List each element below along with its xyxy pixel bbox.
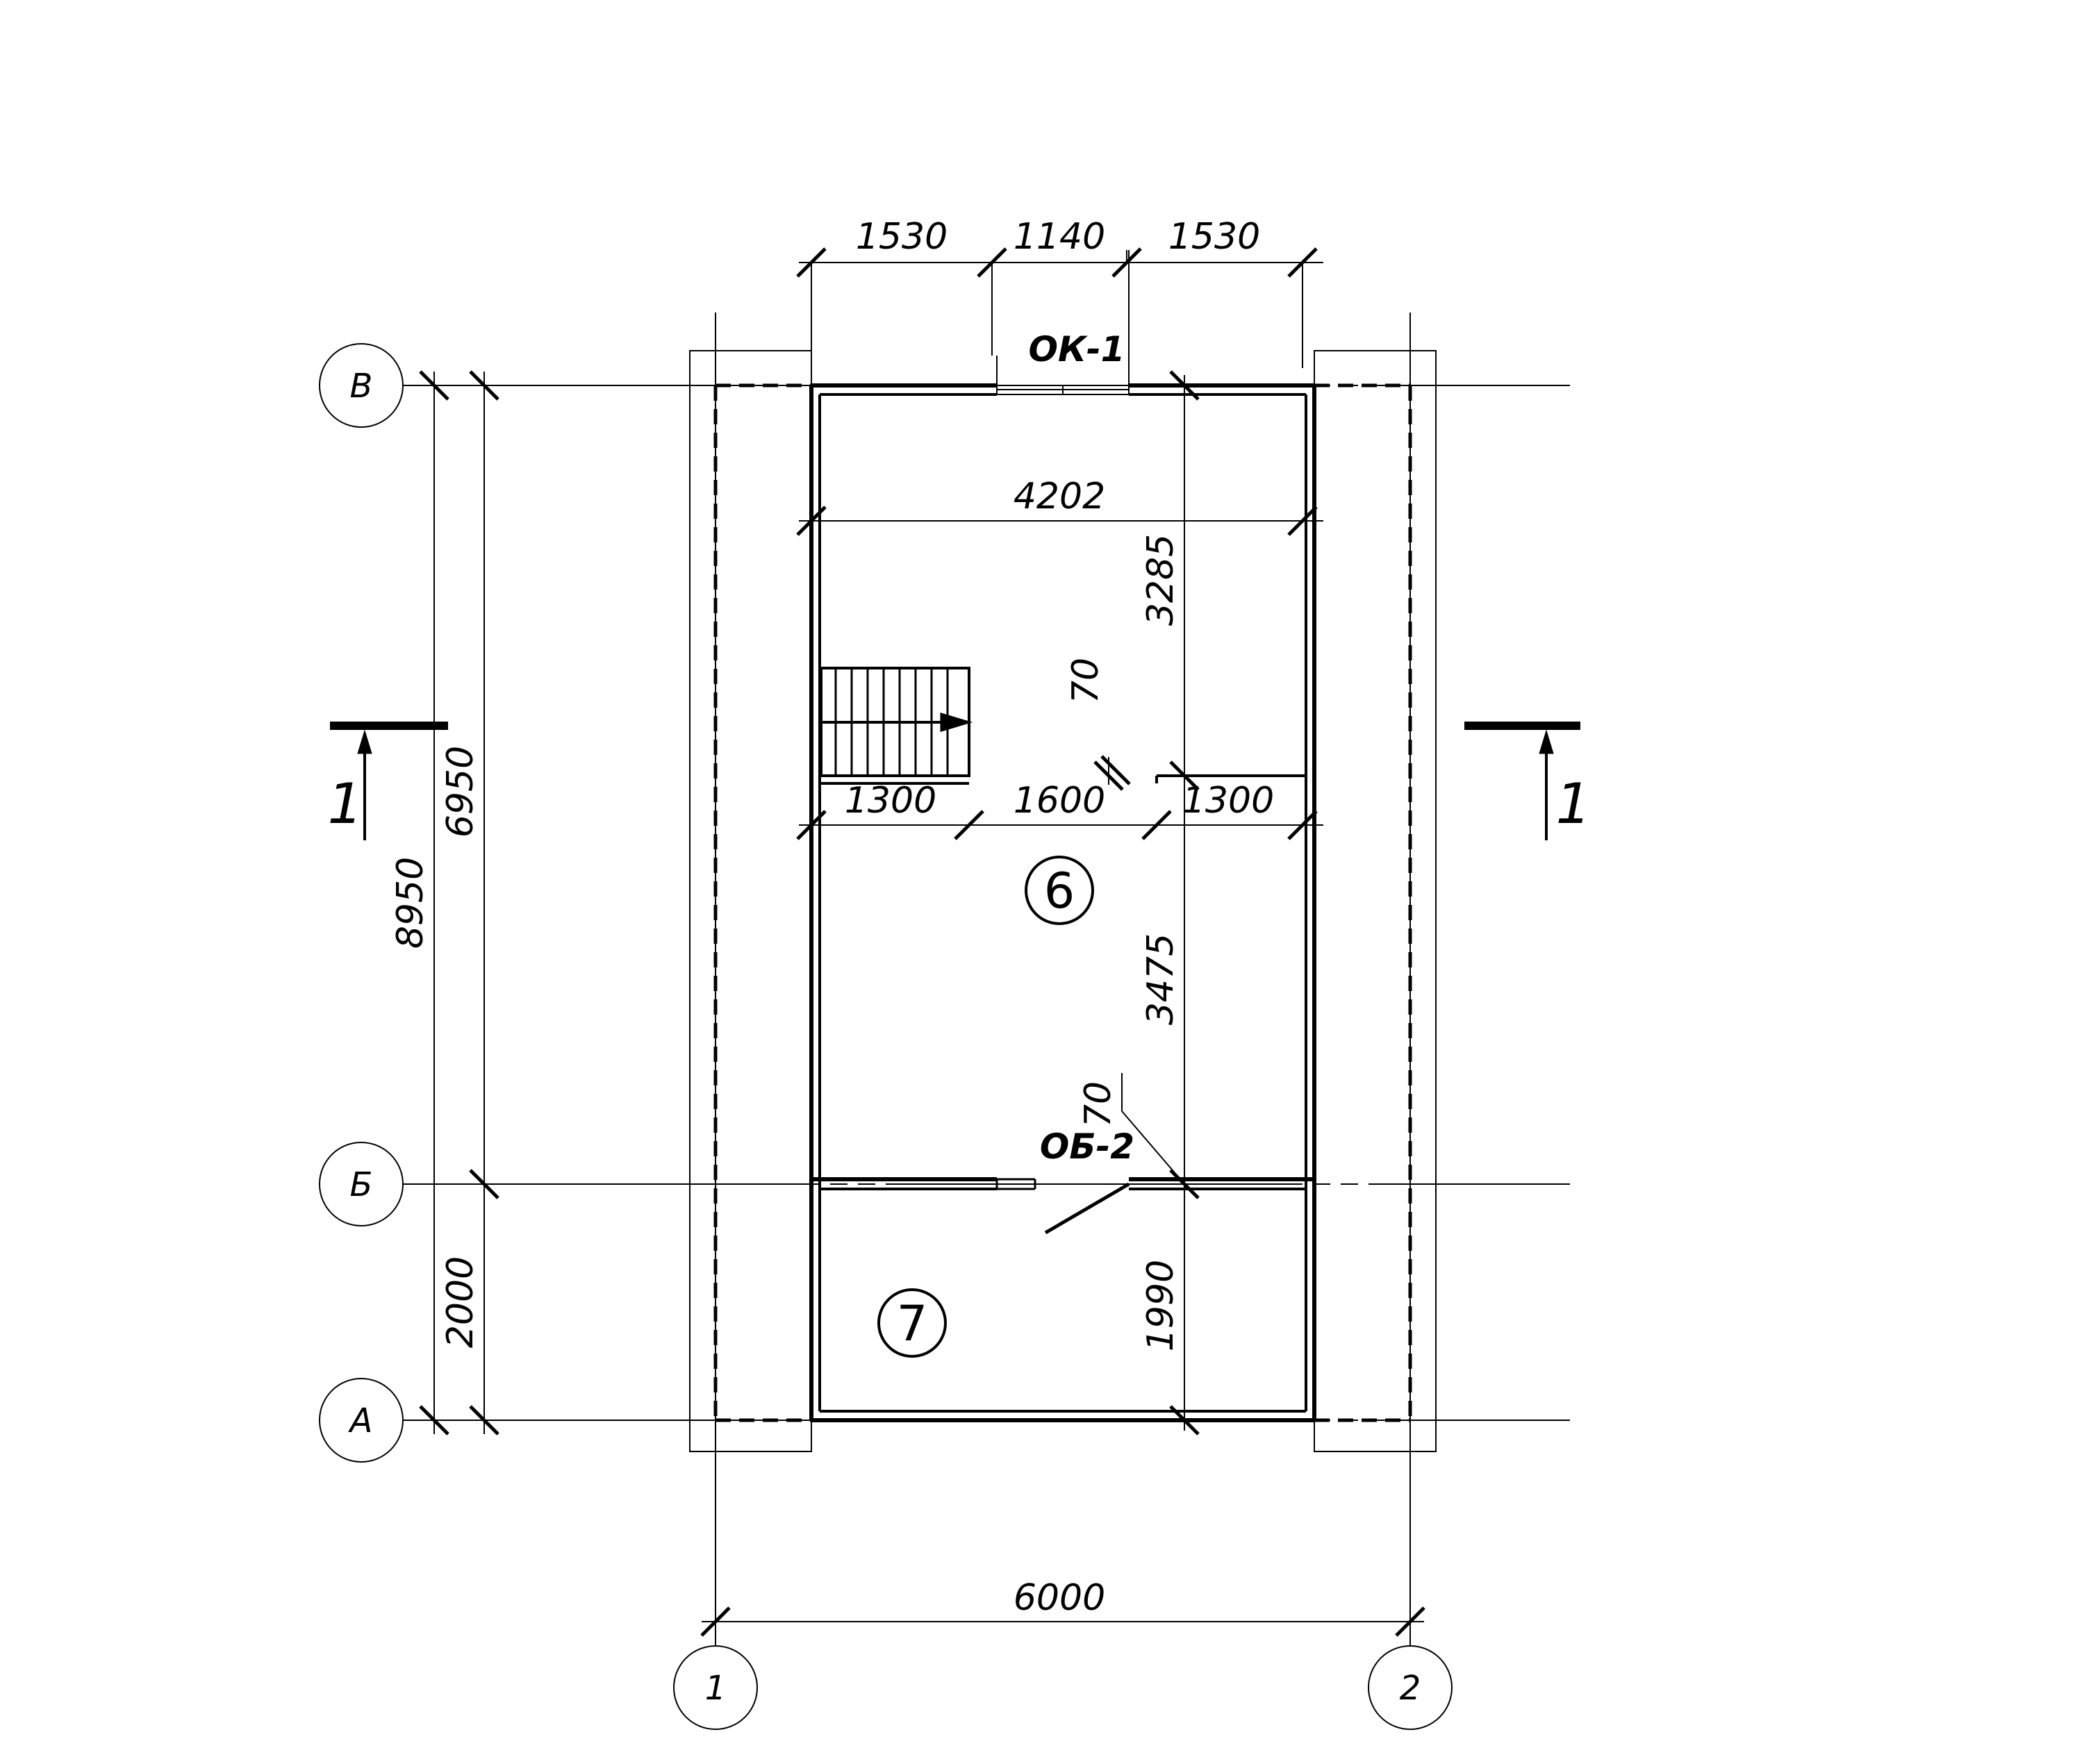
walls [809,383,1316,1422]
dimension-ticks [419,247,1425,1637]
axis-label-a: А [348,1401,373,1440]
right-overhang-outline [1314,350,1437,1452]
door-label: ОБ-2 [1040,1126,1134,1167]
grid-lines [403,313,1570,1646]
stair-arrow-icon [940,712,973,733]
dim-overall-height: 8950 [390,857,431,949]
axis-label-v: В [350,367,373,406]
room-number-7: 7 [897,1295,928,1352]
dim-top-mid: 1140 [1014,216,1105,258]
dim-wall-upper: 70 [1065,658,1107,704]
dimension-texts: 1530 1140 1530 4202 1300 1600 1300 6000 … [390,216,1274,1619]
section-arrow-icon [357,729,372,754]
axis-label-1: 1 [705,1669,727,1708]
dimension-lines [422,250,1424,1622]
dim-porch-height: 2000 [440,1256,481,1348]
section-marker-left [330,722,448,840]
section-label-right: 1 [1556,772,1591,836]
stair [820,667,973,777]
dim-partition-left: 1300 [845,780,936,822]
window-ok-1 [996,250,1130,395]
dim-top-right: 1530 [1168,216,1260,258]
axis-bubble-1 [673,1645,758,1730]
window-label: ОК-1 [1029,329,1125,369]
axis-labels: В Б А 1 2 [348,367,1421,1708]
section-label-left: 1 [328,772,363,836]
dim-vestibule-height: 1990 [1140,1260,1182,1351]
dim-upper-height: 3285 [1140,534,1182,626]
section-marker-right [1464,722,1580,840]
room-number-6: 6 [1044,863,1075,920]
axis-bubbles [319,343,1453,1730]
axis-label-2: 2 [1400,1669,1421,1708]
axis-bubble-v [319,343,404,428]
room-marker-6 [1025,856,1094,925]
dim-inner-width: 4202 [1014,476,1105,517]
room-markers: 6 7 [877,856,1094,1358]
door-ob-2 [995,1178,1130,1235]
dim-partition-mid: 1600 [1014,780,1105,822]
dim-wall-lower: 70 [1077,1081,1119,1127]
room-marker-7 [877,1288,947,1358]
axis-bubble-b [319,1142,404,1226]
axis-bubble-a [319,1378,404,1463]
dim-partition-right: 1300 [1182,780,1274,822]
axis-bubble-2 [1368,1645,1453,1730]
left-overhang-outline [689,350,812,1452]
section-arrow-icon [1539,729,1554,754]
door-leaf [1044,1182,1130,1235]
dim-lower-height: 3475 [1140,933,1182,1025]
dim-main-height: 6950 [440,746,481,838]
dim-top-left: 1530 [856,216,948,258]
dim-overall-width: 6000 [1014,1577,1105,1619]
axis-label-b: Б [350,1165,373,1204]
